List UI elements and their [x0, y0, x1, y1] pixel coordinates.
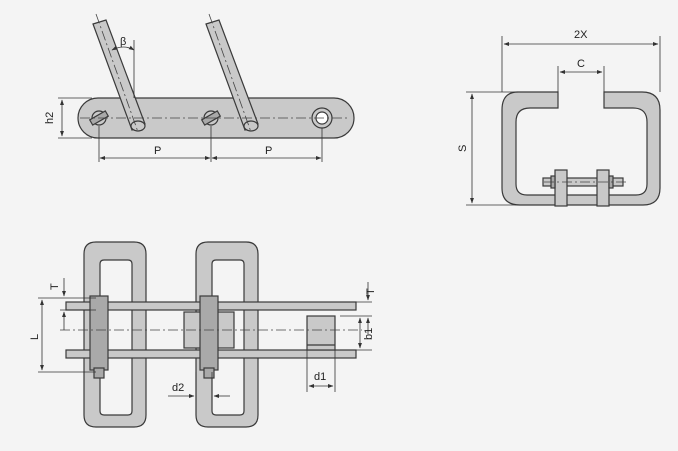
pin-end-2: [203, 367, 215, 379]
h2-label: h2: [44, 112, 56, 124]
side-view: β h2 P P: [44, 13, 355, 162]
b1-label: b1: [363, 328, 375, 340]
pin-2: [199, 295, 219, 371]
centerline-attachment-left: [95, 13, 139, 133]
slot-left: [130, 120, 146, 132]
c-label: C: [577, 58, 585, 70]
roller-bushing: [306, 315, 336, 351]
attachment-loop-2: [195, 241, 259, 428]
beta-arc: [111, 45, 135, 51]
s-label: S: [457, 145, 469, 152]
2x-label: 2X: [574, 29, 588, 41]
inner-plate-left: [554, 169, 568, 207]
attachment-loop-1: [83, 241, 147, 428]
end-view: 2X C S: [457, 29, 661, 207]
p-label-left: P: [154, 145, 161, 157]
t-right-label: T: [365, 288, 377, 295]
centerline-attachment-right: [208, 13, 252, 133]
p-label-right: P: [265, 145, 272, 157]
pin-1: [89, 295, 109, 371]
pin-end-1: [93, 367, 105, 379]
d2-label: d2: [172, 382, 184, 394]
slot-right: [243, 120, 259, 132]
beta-label: β: [120, 36, 126, 48]
u-attachment-profile: [501, 91, 661, 206]
inner-plate-right: [596, 169, 610, 207]
t-left-label: T: [49, 283, 61, 290]
d1-label: d1: [314, 371, 326, 383]
top-view: T L d2 T b1 d1: [29, 241, 377, 428]
l-label: L: [29, 334, 41, 340]
